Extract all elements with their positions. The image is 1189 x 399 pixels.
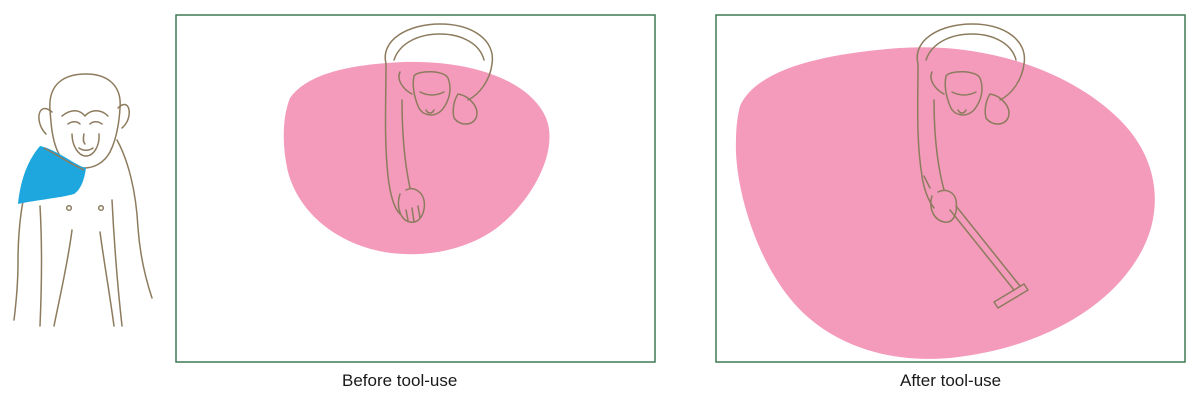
monkey-mouth bbox=[79, 148, 93, 150]
before-panel bbox=[176, 15, 655, 362]
monkey-brow bbox=[62, 111, 108, 116]
monkey-right-nipple bbox=[99, 206, 104, 211]
monkey-muzzle bbox=[72, 134, 99, 156]
monkey-head bbox=[50, 74, 120, 168]
shoulder-receptive-field bbox=[18, 146, 86, 204]
after-panel bbox=[716, 15, 1185, 362]
after-caption: After tool-use bbox=[900, 371, 1001, 391]
monkey-right-eye bbox=[90, 122, 102, 124]
monkey-left-nipple bbox=[67, 206, 72, 211]
before-caption: Before tool-use bbox=[342, 371, 457, 391]
monkey-torso-right bbox=[117, 140, 152, 298]
monkey-left-eye bbox=[68, 122, 80, 124]
